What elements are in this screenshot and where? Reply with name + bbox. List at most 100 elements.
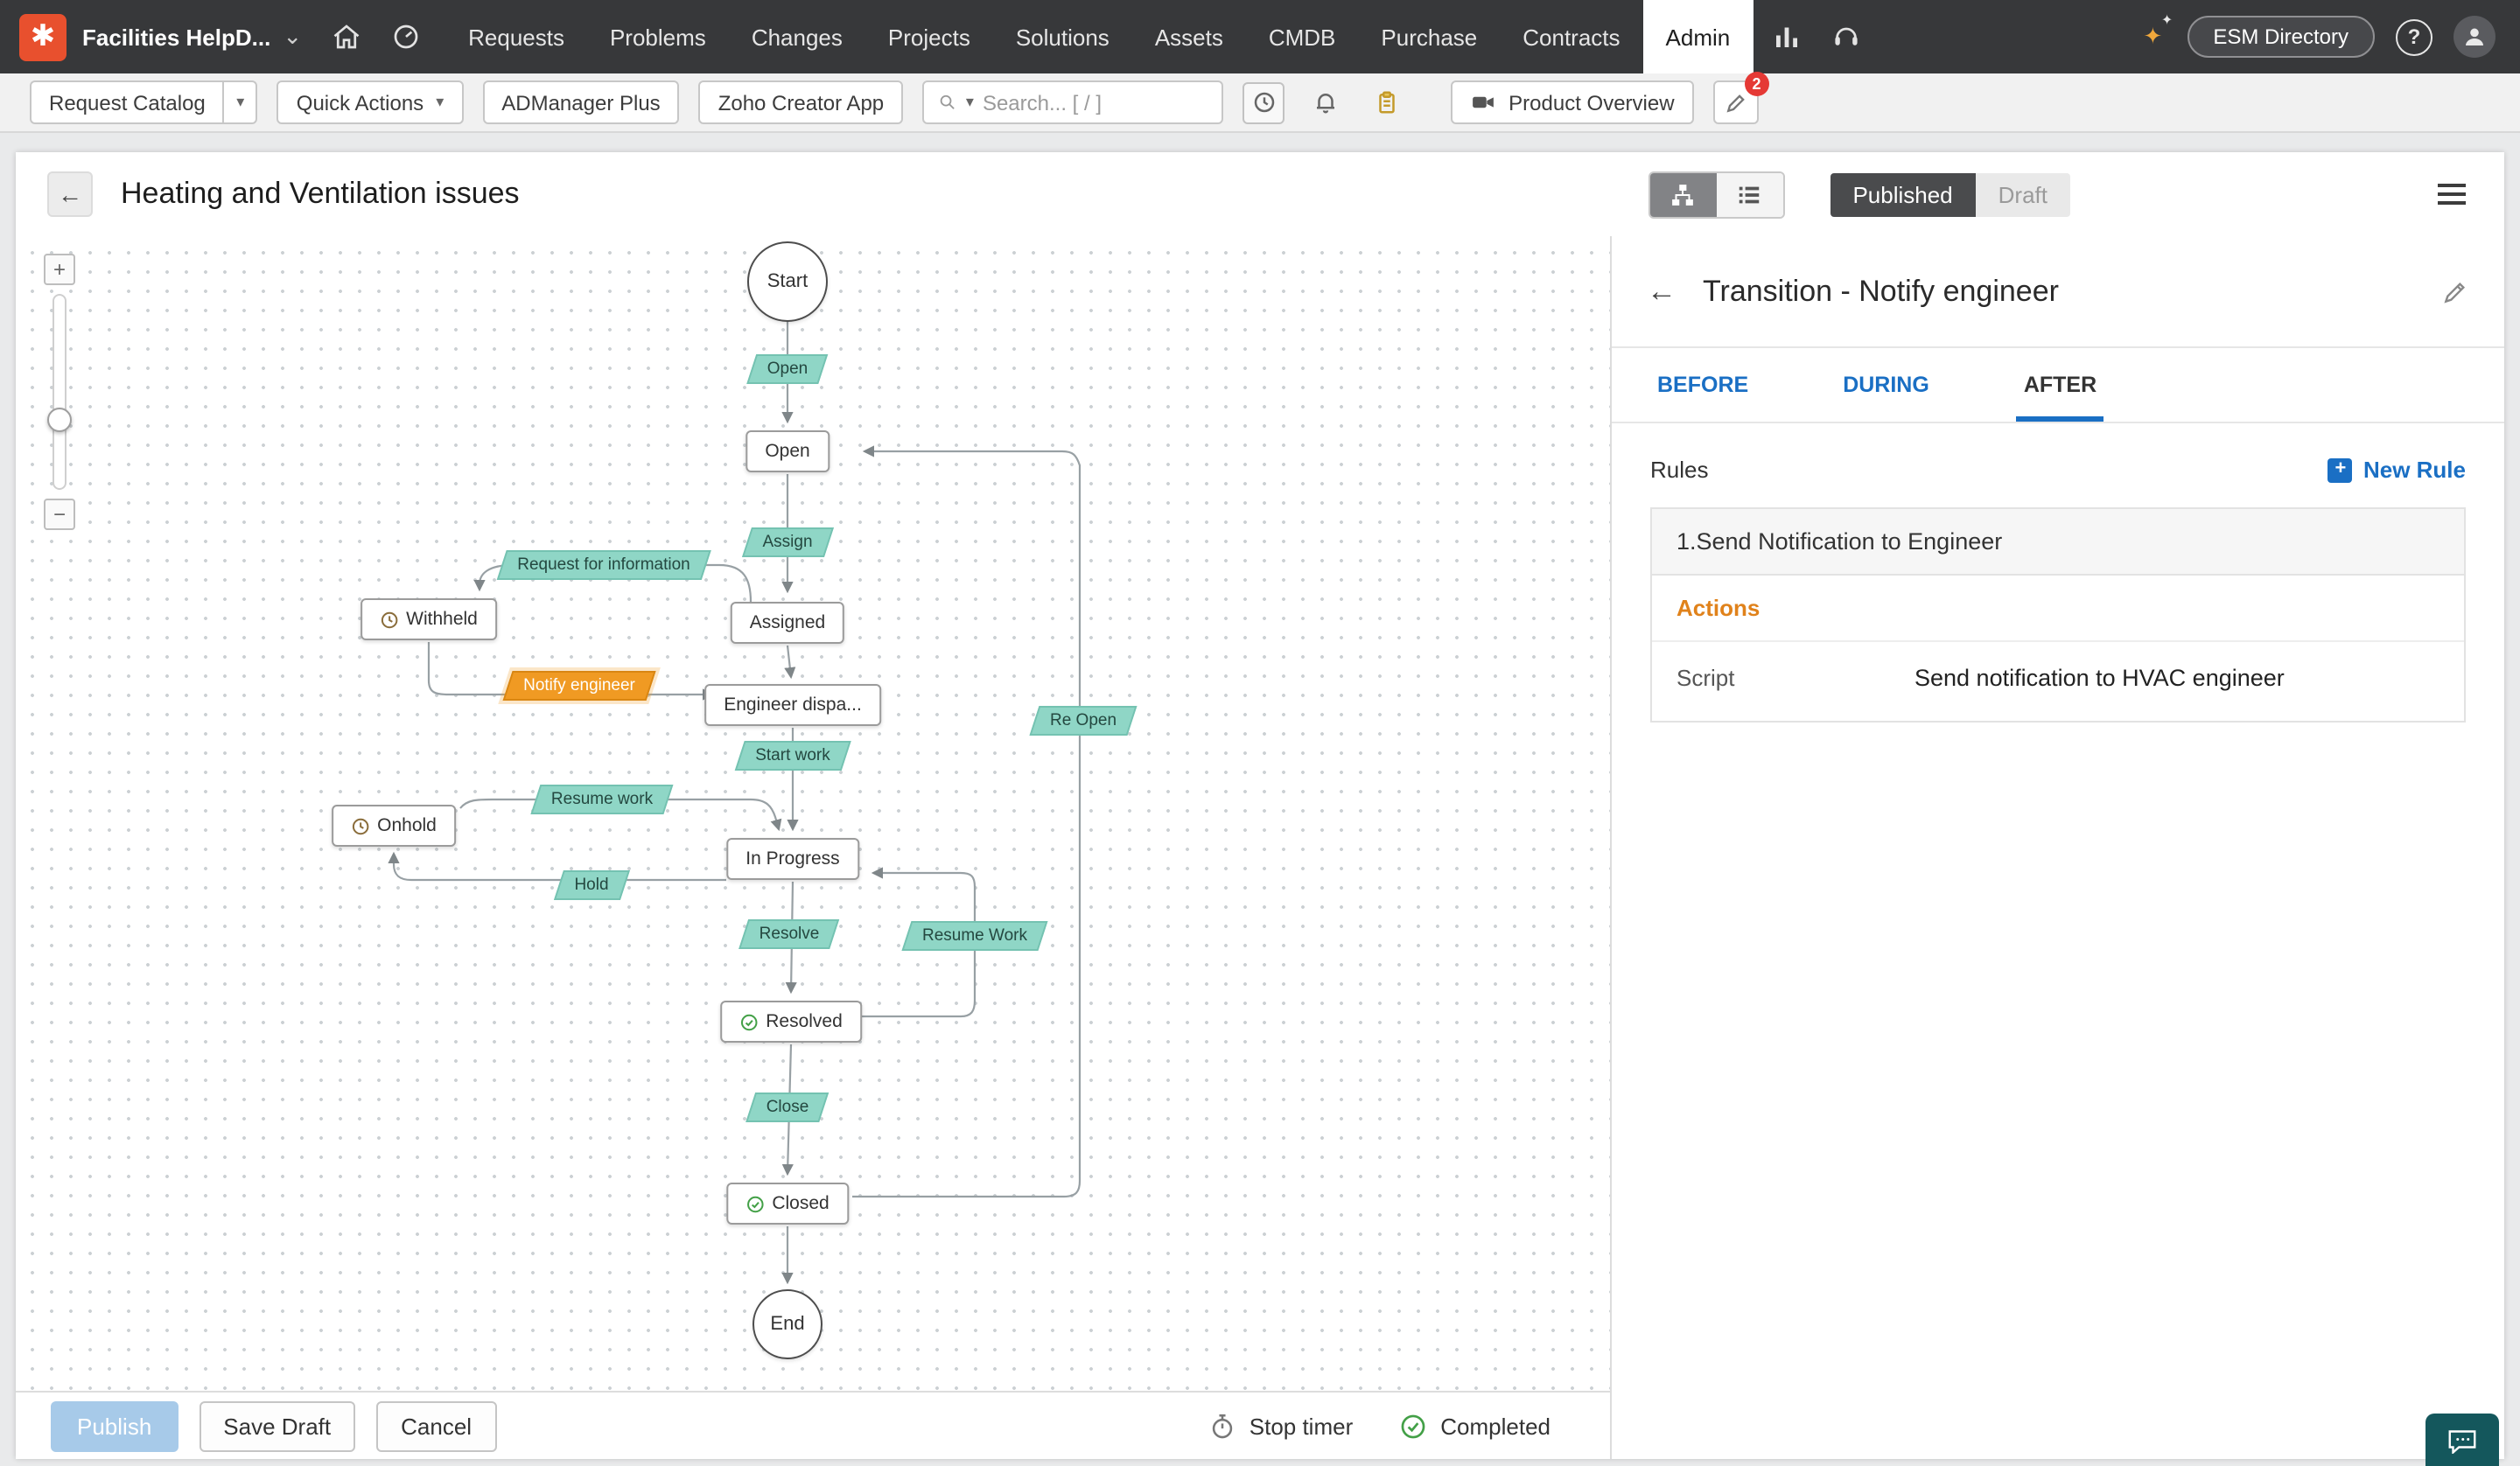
transition-resume-work[interactable]: Resume work — [530, 785, 674, 814]
transition-start-work-label: Start work — [755, 746, 830, 765]
state-resolved[interactable]: Resolved — [720, 1001, 862, 1043]
reports-chart-icon[interactable] — [1770, 21, 1802, 52]
transition-notify-engineer-selected[interactable]: Notify engineer — [502, 671, 656, 701]
completed-status[interactable]: Completed — [1398, 1411, 1550, 1441]
request-catalog-button[interactable]: Request Catalog — [30, 80, 223, 124]
user-avatar[interactable] — [2454, 16, 2496, 58]
state-in-progress[interactable]: In Progress — [726, 838, 859, 880]
nav-item-projects[interactable]: Projects — [887, 24, 970, 50]
request-catalog-caret[interactable]: ▾ — [222, 80, 258, 124]
workflow-canvas[interactable]: + − Start Open Open Assign Request for i… — [16, 236, 1610, 1391]
nav-item-admin[interactable]: Admin — [1642, 0, 1754, 73]
zoom-slider-track[interactable] — [47, 294, 72, 490]
workflow-panel: ← Heating and Ventilation issues Publish… — [16, 152, 2504, 1459]
transition-re-open[interactable]: Re Open — [1029, 706, 1138, 736]
transition-open-label: Open — [766, 360, 808, 379]
tab-during[interactable]: DURING — [1843, 373, 1929, 397]
transition-hold[interactable]: Hold — [553, 870, 630, 900]
tab-before[interactable]: BEFORE — [1657, 373, 1749, 397]
nav-item-solutions[interactable]: Solutions — [1015, 24, 1110, 50]
product-overview-button[interactable]: Product Overview — [1451, 80, 1694, 124]
esm-directory-button[interactable]: ESM Directory — [2187, 16, 2375, 58]
nav-item-cmdb[interactable]: CMDB — [1268, 24, 1336, 50]
workflow-footer: Publish Save Draft Cancel Stop timer Com… — [16, 1391, 1610, 1459]
dashboard-gauge-icon[interactable] — [389, 21, 421, 52]
search-scope-caret[interactable]: ▾ — [965, 93, 974, 110]
edit-transition-button[interactable] — [2441, 277, 2469, 305]
nav-item-problems[interactable]: Problems — [609, 24, 706, 50]
flowchart-view-button[interactable] — [1649, 172, 1717, 216]
zoom-in-button[interactable]: + — [44, 254, 75, 285]
tab-after[interactable]: AFTER — [2016, 348, 2104, 422]
node-start[interactable]: Start — [747, 241, 828, 322]
nav-item-requests[interactable]: Requests — [468, 24, 564, 50]
feedback-pencil-button[interactable]: 2 — [1712, 72, 1769, 124]
transition-request-info-label: Request for information — [517, 555, 690, 575]
transition-assign[interactable]: Assign — [741, 527, 834, 557]
cancel-button[interactable]: Cancel — [376, 1400, 497, 1451]
quick-actions-button[interactable]: Quick Actions ▾ — [276, 80, 464, 124]
global-search-input[interactable] — [982, 90, 1208, 115]
transition-resume-work-2[interactable]: Resume Work — [901, 921, 1048, 951]
top-navbar: ✱ Facilities HelpD... ⌄ Requests Problem… — [0, 0, 2520, 73]
published-tab[interactable]: Published — [1830, 172, 1976, 216]
recent-items-icon[interactable] — [1242, 81, 1285, 123]
chevron-down-icon[interactable]: ⌄ — [283, 23, 303, 49]
nav-item-changes[interactable]: Changes — [751, 24, 843, 50]
tasks-clipboard-icon[interactable] — [1365, 81, 1407, 123]
save-draft-button[interactable]: Save Draft — [199, 1400, 356, 1451]
notification-badge: 2 — [1744, 72, 1769, 96]
notifications-bell-icon[interactable] — [1304, 81, 1346, 123]
app-logo-icon[interactable]: ✱ — [19, 13, 66, 60]
edit-pencil-icon — [2444, 281, 2466, 303]
script-value: Send notification to HVAC engineer — [1914, 665, 2285, 691]
nav-item-assets[interactable]: Assets — [1154, 24, 1223, 50]
admanager-plus-button[interactable]: ADManager Plus — [482, 80, 680, 124]
transition-close[interactable]: Close — [746, 1093, 830, 1122]
draft-tab[interactable]: Draft — [1975, 172, 2070, 216]
back-button[interactable]: ← — [47, 171, 93, 217]
chevron-down-icon: ▾ — [436, 93, 444, 110]
help-button[interactable]: ? — [2396, 18, 2432, 55]
node-end[interactable]: End — [752, 1289, 822, 1359]
connector-assigned-engineer — [784, 645, 796, 680]
completed-label: Completed — [1440, 1413, 1550, 1439]
state-withheld-label: Withheld — [406, 609, 478, 630]
request-catalog-split-button: Request Catalog ▾ — [30, 80, 258, 124]
chat-widget-button[interactable] — [2426, 1414, 2499, 1466]
product-switcher[interactable]: Facilities HelpD... — [82, 24, 271, 50]
list-view-button[interactable] — [1716, 172, 1783, 216]
support-headset-icon[interactable] — [1830, 21, 1861, 52]
state-withheld[interactable]: Withheld — [360, 598, 497, 640]
node-end-label: End — [770, 1314, 805, 1335]
nav-item-purchase[interactable]: Purchase — [1381, 24, 1478, 50]
state-assigned[interactable]: Assigned — [730, 602, 845, 644]
state-engineer-dispatched[interactable]: Engineer dispa... — [704, 684, 881, 726]
nav-item-contracts[interactable]: Contracts — [1522, 24, 1620, 50]
zoom-slider-handle[interactable] — [47, 408, 72, 432]
panel-menu-icon[interactable] — [2438, 184, 2466, 205]
admanager-plus-label: ADManager Plus — [501, 90, 661, 115]
rule-name[interactable]: 1.Send Notification to Engineer — [1652, 509, 2464, 576]
transition-start-work[interactable]: Start work — [734, 741, 851, 771]
state-in-progress-label: In Progress — [746, 848, 840, 869]
transition-resolve[interactable]: Resolve — [738, 919, 840, 949]
transition-re-open-label: Re Open — [1049, 711, 1117, 730]
transition-open[interactable]: Open — [746, 354, 829, 384]
detail-back-button[interactable]: ← — [1647, 274, 1676, 307]
state-onhold[interactable]: Onhold — [332, 805, 456, 847]
rule-script-row: Script Send notification to HVAC enginee… — [1652, 642, 2464, 721]
transition-request-for-information[interactable]: Request for information — [496, 550, 711, 580]
stop-timer-label: Stop timer — [1249, 1413, 1354, 1439]
new-rule-button[interactable]: + New Rule — [2328, 457, 2466, 483]
whats-new-sparkle-icon[interactable]: ✦✦ — [2143, 12, 2174, 49]
publish-button[interactable]: Publish — [51, 1400, 178, 1451]
state-open[interactable]: Open — [746, 430, 830, 472]
stop-timer-control[interactable]: Stop timer — [1208, 1411, 1354, 1441]
state-resolved-label: Resolved — [766, 1011, 843, 1032]
zoom-out-button[interactable]: − — [44, 499, 75, 530]
state-closed[interactable]: Closed — [726, 1183, 849, 1225]
home-icon[interactable] — [330, 21, 361, 52]
zoho-creator-app-button[interactable]: Zoho Creator App — [698, 80, 904, 124]
